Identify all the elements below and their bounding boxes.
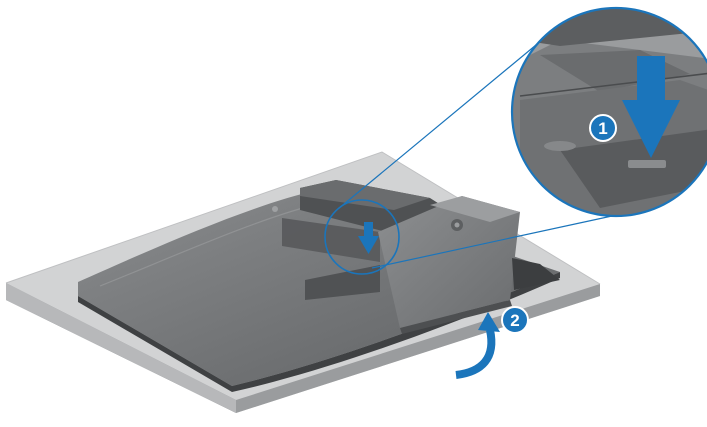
step-2-badge: 2 bbox=[501, 306, 529, 334]
step-1-badge: 1 bbox=[589, 114, 617, 142]
arrow-down-icon bbox=[358, 222, 379, 254]
callout-line-top bbox=[337, 39, 543, 210]
monitor-stand bbox=[378, 196, 560, 334]
detail-highlight-circle bbox=[324, 199, 400, 275]
step-2-number: 2 bbox=[510, 311, 519, 330]
arrow-down-icon bbox=[622, 56, 680, 158]
callout-line-bottom bbox=[371, 215, 613, 269]
step-1-number: 1 bbox=[598, 119, 607, 138]
curved-arrow-icon bbox=[455, 312, 500, 379]
